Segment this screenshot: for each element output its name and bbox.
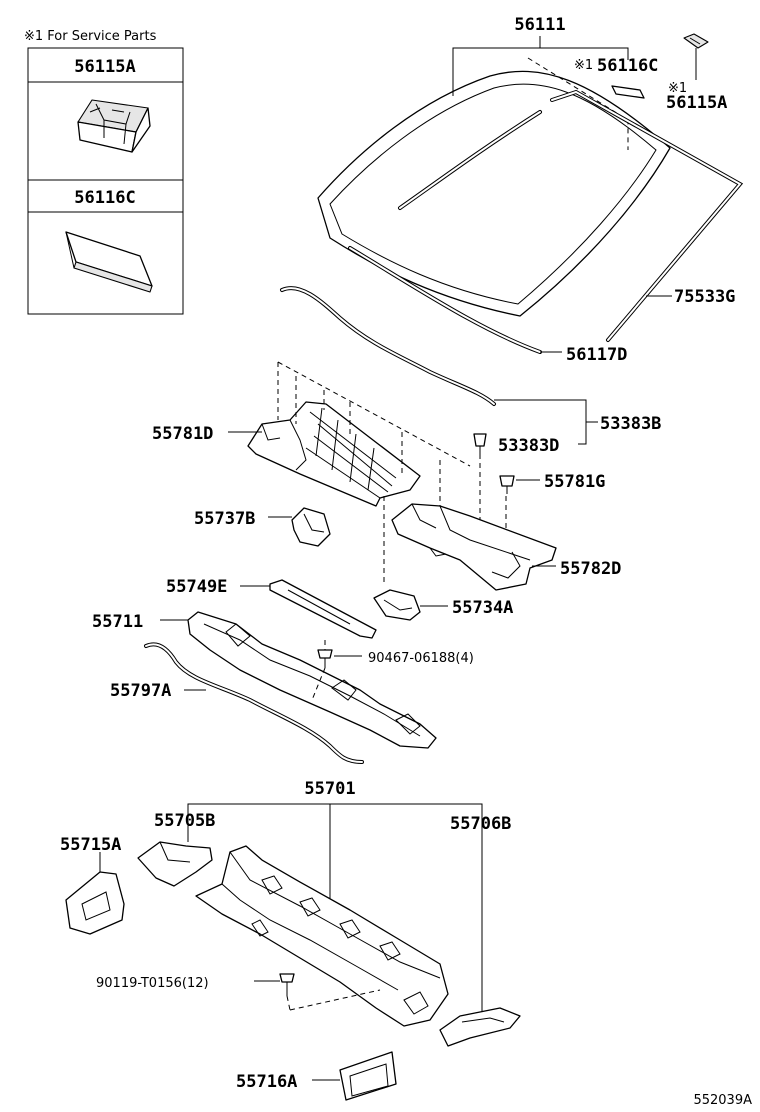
label-55737b: 55737B <box>194 509 255 529</box>
note-mark-56116c: ※1 <box>574 58 593 73</box>
cover-55734a: 55734A <box>373 589 513 621</box>
label-55749e: 55749E <box>166 577 227 597</box>
moulding-75533g: 75533G <box>550 89 744 342</box>
moulding-56117d: 56117D <box>348 246 627 365</box>
label-75533g: 75533G <box>674 287 735 307</box>
panel-55715a: 55715A <box>60 835 125 935</box>
louver-55782d: 55782D <box>391 503 621 591</box>
label-90467: 90467-06188(4) <box>368 651 474 666</box>
diagram-code: 552039A <box>693 1093 752 1108</box>
label-56117d: 56117D <box>566 345 627 365</box>
label-55706b: 55706B <box>450 814 511 834</box>
label-55781g: 55781G <box>544 472 605 492</box>
bracket-55705b <box>137 841 213 887</box>
label-55781d: 55781D <box>152 424 213 444</box>
label-55782d: 55782D <box>560 559 621 579</box>
label-55705b: 55705B <box>154 811 215 831</box>
label-55701: 55701 <box>304 779 355 799</box>
label-55734a: 55734A <box>452 598 513 618</box>
panel-55711: 55711 <box>92 611 437 749</box>
part-56115a: ※1 56115A <box>666 33 727 113</box>
bolt-90119: 90119-T0156(12) <box>96 973 381 1011</box>
label-53383b: 53383B <box>600 414 661 434</box>
plate-55716a: 55716A <box>236 1051 397 1101</box>
service-note: ※1 For Service Parts <box>24 29 157 44</box>
note-mark-56115a: ※1 <box>668 81 687 96</box>
panel-55749e: 55749E <box>166 577 377 639</box>
clip-56115a-drawing <box>77 99 151 153</box>
guide-lines-upper <box>277 361 507 586</box>
label-55797a: 55797A <box>110 681 171 701</box>
inset-label-56115a: 56115A <box>74 57 135 77</box>
louver-55781d: 55781D <box>152 401 421 507</box>
label-56115a: 56115A <box>666 93 727 113</box>
part-56116c: ※1 56116C <box>574 56 658 99</box>
inset-label-56116c: 56116C <box>74 188 135 208</box>
label-90119: 90119-T0156(12) <box>96 976 209 991</box>
label-55711: 55711 <box>92 612 143 632</box>
label-56116c: 56116C <box>597 56 658 76</box>
bracket-55706b <box>439 1007 521 1047</box>
cowl-assy-55701: 55701 55705B 55706B <box>154 779 511 1027</box>
label-56111: 56111 <box>514 15 565 35</box>
seal-53383b: 53383B 53383D <box>280 286 661 456</box>
pad-56116c-drawing <box>65 231 153 293</box>
seal-55797a: 55797A <box>110 642 364 764</box>
label-55716a: 55716A <box>236 1072 297 1092</box>
label-53383d: 53383D <box>498 436 559 456</box>
clip-55781g: 55781G <box>499 472 605 494</box>
service-parts-inset: ※1 For Service Parts 56115A 56116C <box>24 29 184 315</box>
label-55715a: 55715A <box>60 835 121 855</box>
screw-90467: 90467-06188(4) <box>311 640 474 701</box>
bracket-55737b: 55737B <box>194 507 331 547</box>
